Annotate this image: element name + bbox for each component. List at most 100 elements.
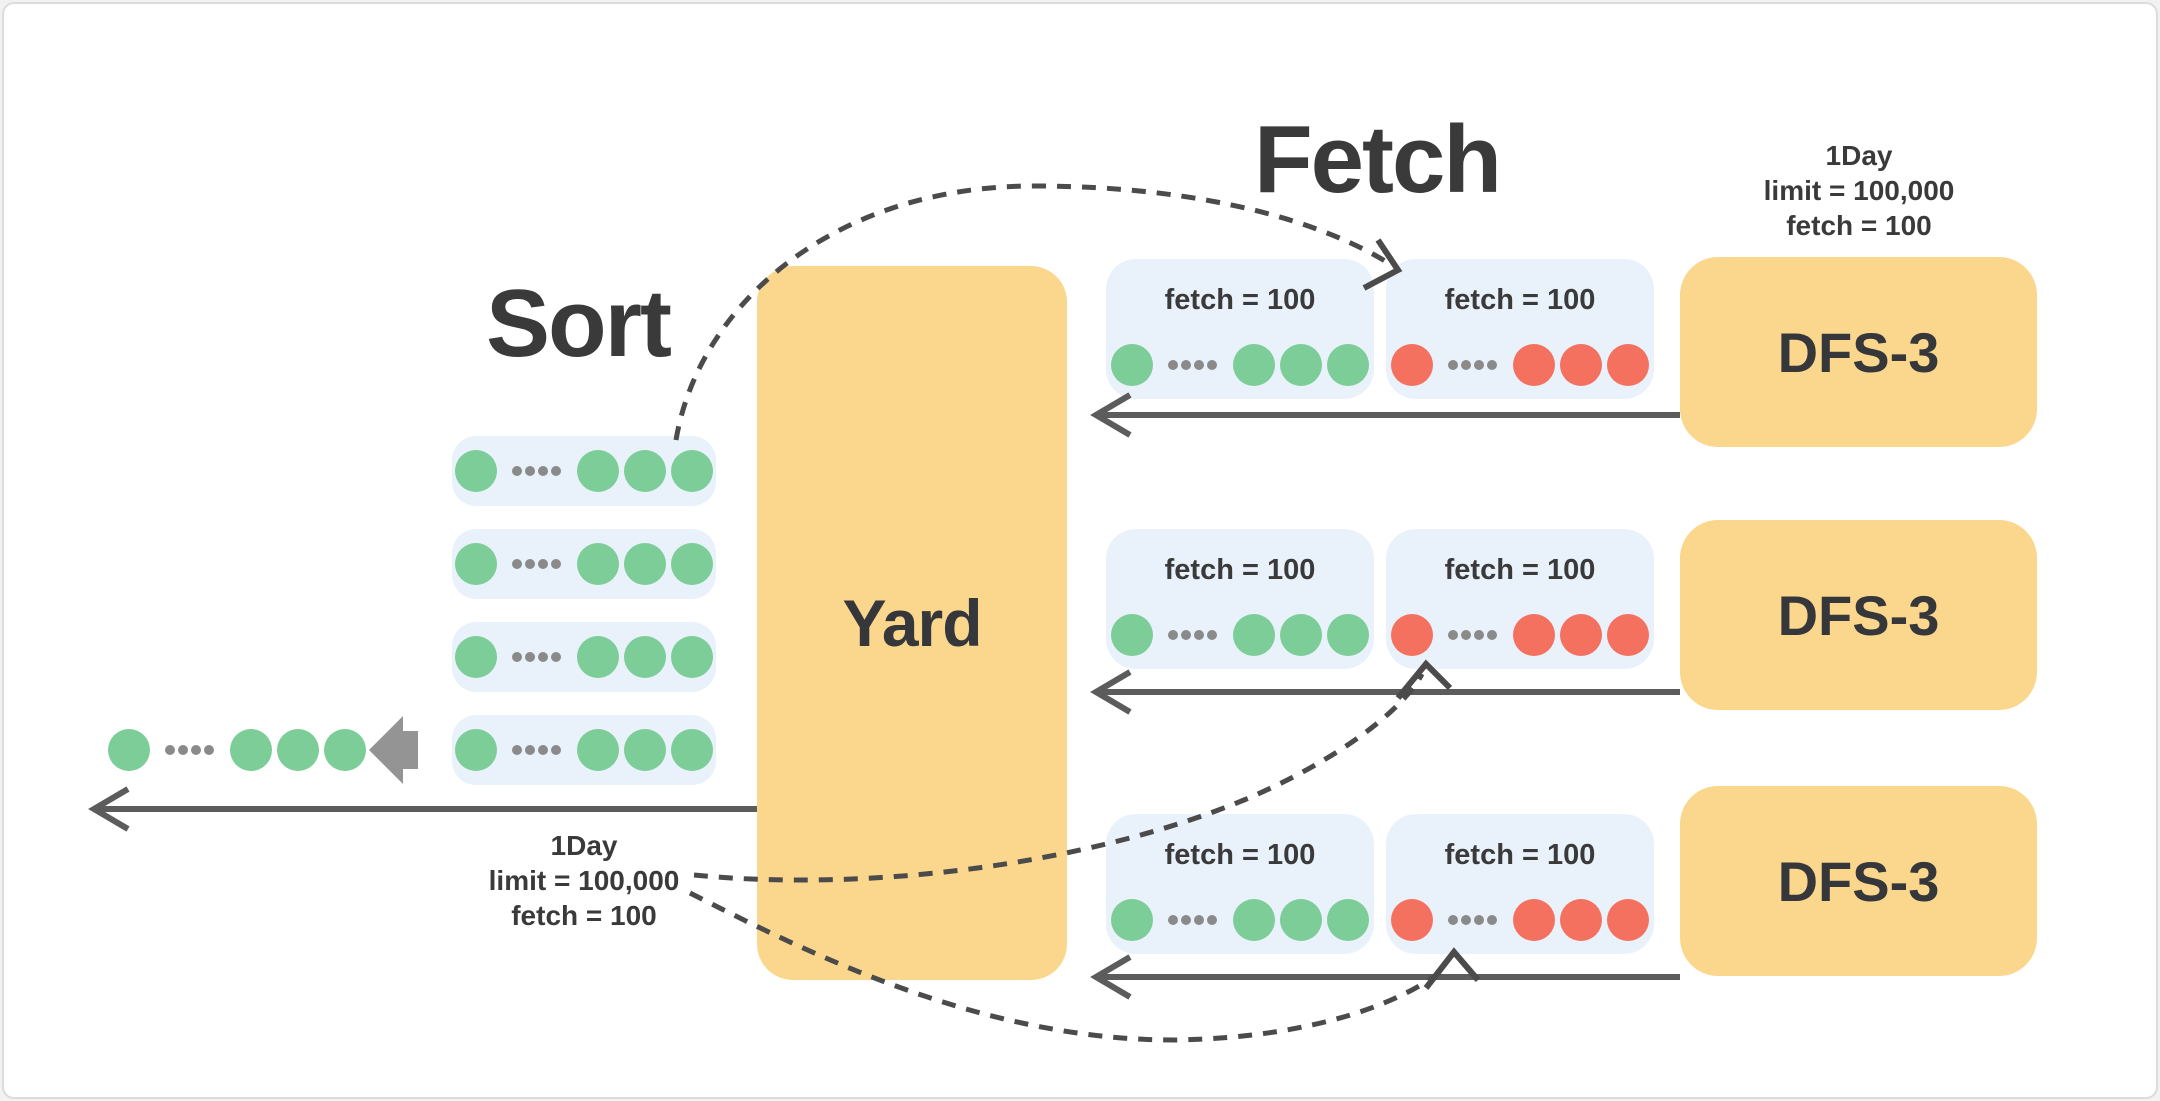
dot-queue [1386, 614, 1654, 656]
queue-gap-dot [1460, 360, 1471, 370]
queue-item-dot [1280, 614, 1323, 656]
sort-queue-row-4 [452, 715, 716, 785]
queue-item-dot [1327, 614, 1370, 656]
sort-queue-row-3 [452, 622, 716, 692]
queue-item-dot [1233, 344, 1276, 386]
queue-item-dot [577, 450, 620, 492]
queue-item-dot [1327, 344, 1370, 386]
queue-gap-dot [164, 745, 175, 755]
queue-gap-dot [1447, 360, 1458, 370]
block-arrow-head [369, 716, 403, 784]
queue-item-dot [1280, 344, 1323, 386]
dfs3-to-yard-arrow [1090, 954, 1680, 1000]
queue-gap-dot [1486, 915, 1497, 925]
queue-item-dot [1327, 899, 1370, 941]
fetch-buffer-row3-green: fetch = 100 [1106, 814, 1374, 954]
queue-item-dot [1560, 614, 1603, 656]
dot-queue [454, 543, 714, 585]
queue-item-dot [1390, 899, 1433, 941]
queue-gap-dot [524, 559, 535, 569]
queue-item-dot [454, 729, 497, 771]
yard-label: Yard [842, 586, 982, 660]
fetch-buffer-row2-green: fetch = 100 [1106, 529, 1374, 669]
queue-gap-dot [550, 466, 561, 476]
queue-gap-dot [1460, 630, 1471, 640]
queue-item-dot [1110, 614, 1153, 656]
queue-item-dot [454, 636, 497, 678]
queue-item-dot [1560, 344, 1603, 386]
fetch-buffer-label: fetch = 100 [1164, 554, 1316, 586]
fetch-buffer-row3-red: fetch = 100 [1386, 814, 1654, 954]
fetch-buffer-label: fetch = 100 [1444, 554, 1596, 586]
config-line-fetch: fetch = 100 [1786, 210, 1932, 241]
queue-item-dot [671, 450, 714, 492]
config-line-limit: limit = 100,000 [1763, 175, 1955, 206]
queue-item-dot [1390, 344, 1433, 386]
dot-queue [454, 729, 714, 771]
dot-queue [1106, 899, 1374, 941]
queue-item-dot [624, 729, 667, 771]
sort-title: Sort [486, 270, 672, 377]
queue-item-dot [671, 636, 714, 678]
queue-gap-dot [1206, 915, 1217, 925]
dfs-label: DFS-3 [1777, 583, 1940, 647]
yard-box: Yard [757, 266, 1067, 980]
queue-item-dot [454, 543, 497, 585]
queue-item-dot [1607, 344, 1650, 386]
dot-queue [454, 636, 714, 678]
queue-gap-dot [550, 559, 561, 569]
queue-item-dot [577, 636, 620, 678]
queue-gap-dot [1180, 915, 1191, 925]
queue-gap-dot [537, 652, 548, 662]
config-line-1day: 1Day [550, 830, 618, 861]
queue-gap-dot [537, 559, 548, 569]
dfs-box-1: DFS-3 [1680, 257, 2037, 447]
queue-gap-dot [1447, 915, 1458, 925]
queue-item-dot [454, 450, 497, 492]
queue-item-dot [1607, 614, 1650, 656]
queue-item-dot [577, 729, 620, 771]
queue-item-dot [1280, 899, 1323, 941]
dot-queue [1106, 344, 1374, 386]
queue-item-dot [1513, 344, 1556, 386]
queue-gap-dot [1473, 915, 1484, 925]
queue-gap-dot [1486, 630, 1497, 640]
queue-item-dot [671, 543, 714, 585]
queue-gap-dot [177, 745, 188, 755]
queue-gap-dot [1206, 360, 1217, 370]
queue-item-dot [1390, 614, 1433, 656]
dot-queue [1106, 614, 1374, 656]
fetch-title: Fetch [1253, 106, 1502, 213]
queue-gap-dot [1193, 630, 1204, 640]
queue-item-dot [324, 729, 367, 771]
dfs-label: DFS-3 [1777, 320, 1940, 384]
queue-gap-dot [524, 652, 535, 662]
queue-gap-dot [1193, 360, 1204, 370]
queue-gap-dot [511, 745, 522, 755]
fetch-buffer-row1-red: fetch = 100 [1386, 259, 1654, 399]
queue-item-dot [230, 729, 273, 771]
queue-gap-dot [1486, 360, 1497, 370]
queue-item-dot [577, 543, 620, 585]
queue-item-dot [1110, 899, 1153, 941]
queue-item-dot [1513, 614, 1556, 656]
queue-item-dot [1233, 899, 1276, 941]
queue-gap-dot [1167, 360, 1178, 370]
config-line-fetch: fetch = 100 [511, 900, 657, 931]
config-line-limit: limit = 100,000 [488, 865, 680, 896]
config-line-1day: 1Day [1825, 140, 1893, 171]
queue-gap-dot [1167, 630, 1178, 640]
output-dot-queue [105, 729, 369, 771]
queue-gap-dot [1180, 360, 1191, 370]
queue-gap-dot [1460, 915, 1471, 925]
config-bottom-left: 1Day limit = 100,000 fetch = 100 [489, 828, 680, 933]
fetch-buffer-label: fetch = 100 [1444, 284, 1596, 316]
dfs-label: DFS-3 [1777, 849, 1940, 913]
queue-item-dot [1560, 899, 1603, 941]
fetch-buffer-row1-green: fetch = 100 [1106, 259, 1374, 399]
queue-gap-dot [1167, 915, 1178, 925]
fetch-buffer-label: fetch = 100 [1164, 839, 1316, 871]
queue-gap-dot [203, 745, 214, 755]
queue-gap-dot [1473, 630, 1484, 640]
